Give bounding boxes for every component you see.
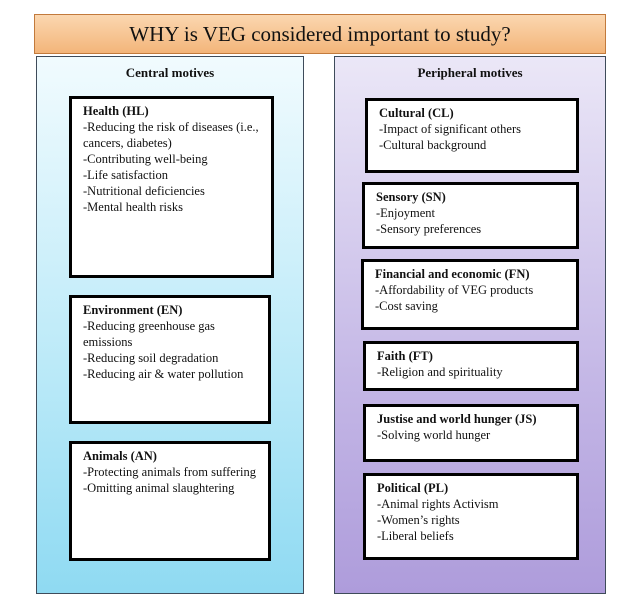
animals-box: Animals (AN) -Protecting animals from su…	[69, 441, 271, 561]
justice-box: Justise and world hunger (JS) -Solving w…	[363, 404, 579, 462]
environment-line: -Reducing air & water pollution	[83, 367, 244, 381]
financial-line: -Cost saving	[375, 299, 438, 313]
environment-line: -Reducing greenhouse gas emissions	[83, 319, 215, 349]
cultural-title: Cultural (CL)	[379, 106, 454, 120]
cultural-line: -Impact of significant others	[379, 122, 521, 136]
faith-box: Faith (FT) -Religion and spirituality	[363, 341, 579, 391]
health-line: -Life satisfaction	[83, 168, 169, 182]
political-line: -Animal rights Activism	[377, 497, 499, 511]
peripheral-motives-heading: Peripheral motives	[417, 65, 523, 80]
sensory-line: -Sensory preferences	[376, 222, 482, 236]
political-line: -Liberal beliefs	[377, 529, 454, 543]
faith-title: Faith (FT)	[377, 349, 433, 363]
health-line: -Mental health risks	[83, 200, 183, 214]
faith-line: -Religion and spirituality	[377, 365, 503, 379]
animals-title: Animals (AN)	[83, 449, 157, 463]
health-box: Health (HL) -Reducing the risk of diseas…	[69, 96, 274, 278]
financial-title: Financial and economic (FN)	[375, 267, 530, 281]
environment-title: Environment (EN)	[83, 303, 183, 317]
central-motives-heading: Central motives	[125, 65, 215, 80]
sensory-box: Sensory (SN) -Enjoyment -Sensory prefere…	[362, 182, 579, 249]
sensory-title: Sensory (SN)	[376, 190, 446, 204]
diagram-title: WHY is VEG considered important to study…	[34, 14, 606, 54]
cultural-box: Cultural (CL) -Impact of significant oth…	[365, 98, 579, 173]
political-title: Political (PL)	[377, 481, 449, 495]
animals-line: -Omitting animal slaughtering	[83, 481, 235, 495]
financial-box: Financial and economic (FN) -Affordabili…	[361, 259, 579, 330]
animals-line: -Protecting animals from suffering	[83, 465, 256, 479]
political-line: -Women’s rights	[377, 513, 460, 527]
financial-line: -Affordability of VEG products	[375, 283, 534, 297]
environment-box: Environment (EN) -Reducing greenhouse ga…	[69, 295, 271, 424]
health-line: -Reducing the risk of diseases (i.e., ca…	[83, 120, 259, 150]
political-box: Political (PL) -Animal rights Activism -…	[363, 473, 579, 560]
health-line: -Contributing well-being	[83, 152, 208, 166]
health-line: -Nutritional deficiencies	[83, 184, 205, 198]
cultural-line: -Cultural background	[379, 138, 487, 152]
environment-line: -Reducing soil degradation	[83, 351, 219, 365]
justice-title: Justise and world hunger (JS)	[377, 412, 537, 426]
health-title: Health (HL)	[83, 104, 149, 118]
justice-line: -Solving world hunger	[377, 428, 491, 442]
sensory-line: -Enjoyment	[376, 206, 436, 220]
